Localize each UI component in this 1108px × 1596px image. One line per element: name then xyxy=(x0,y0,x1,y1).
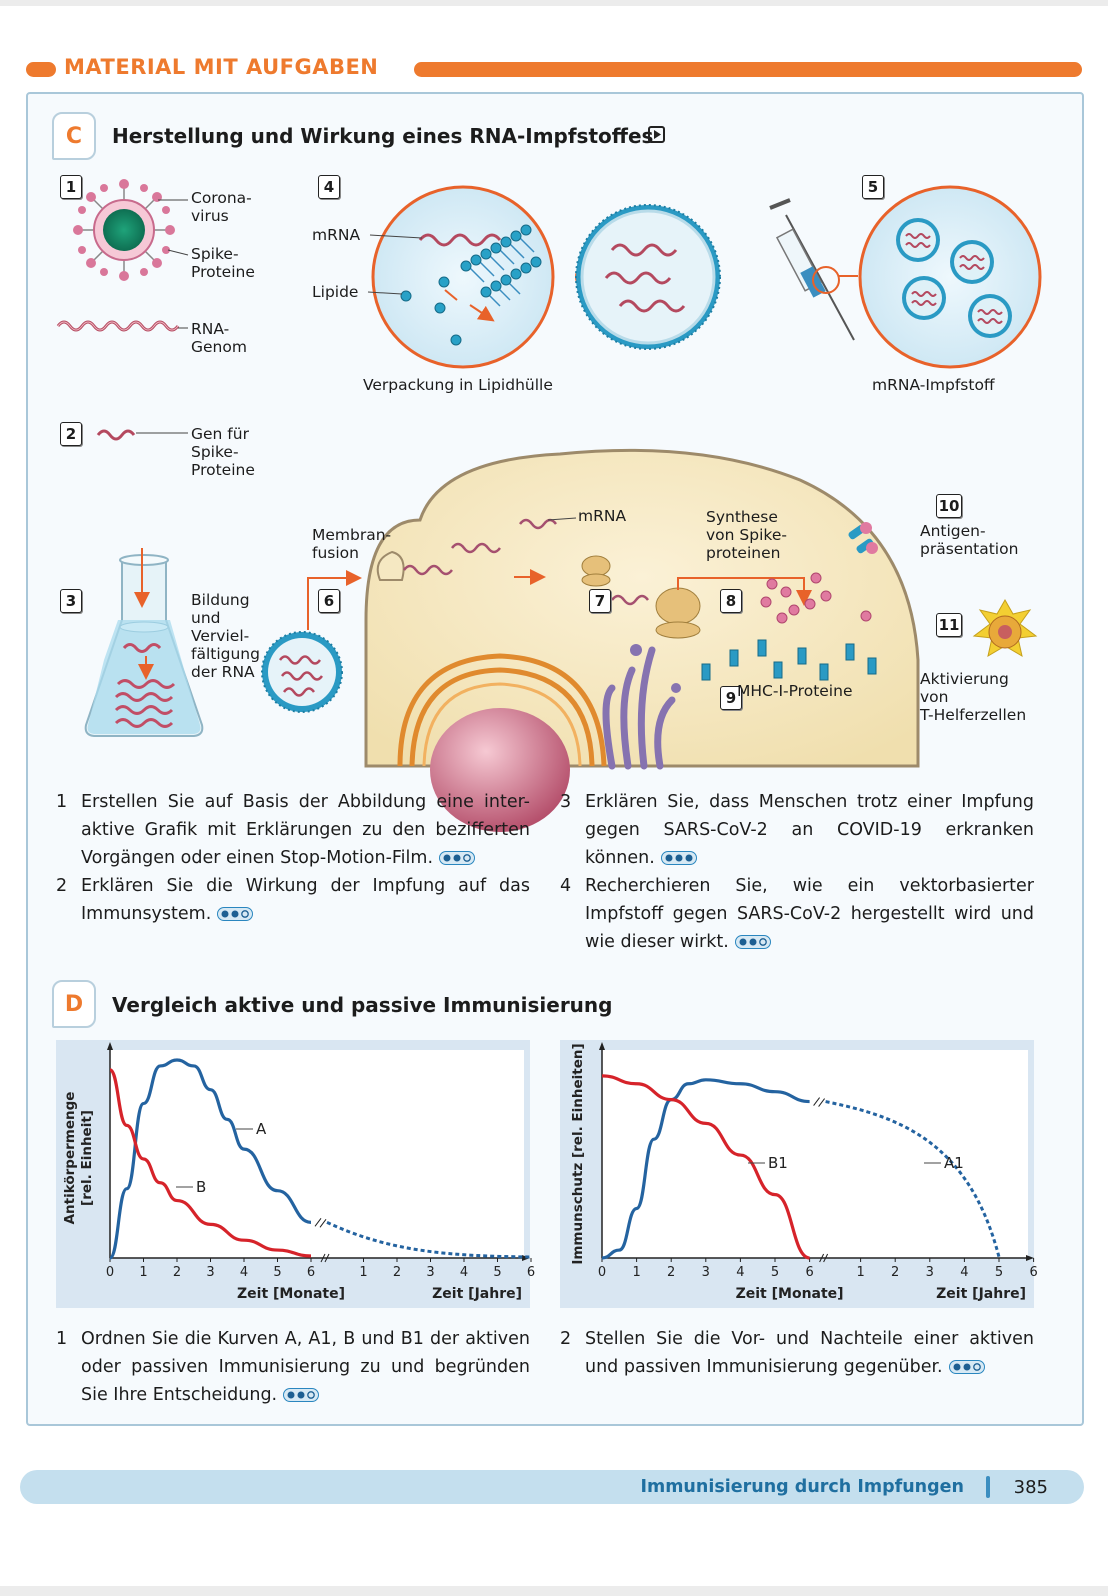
step-number-9: 9 xyxy=(720,686,742,710)
footer-separator xyxy=(986,1476,990,1498)
task-c-4: 4 Recherchieren Sie, wie ein vektorbasie… xyxy=(560,872,1034,956)
page-footer: Immunisierung durch Impfungen 385 xyxy=(20,1470,1084,1504)
section-c-title: Herstellung und Wirkung eines RNA-Impfst… xyxy=(112,124,654,148)
section-d-badge: D xyxy=(52,980,96,1028)
chart-2-plot-area xyxy=(602,1050,1028,1258)
label-mrna-cell: mRNA xyxy=(578,507,627,525)
step-number-7: 7 xyxy=(589,589,611,613)
task-number: 1 xyxy=(56,792,68,812)
step-number-10: 10 xyxy=(936,494,962,518)
header-title: MATERIAL MIT AUFGABEN xyxy=(64,55,379,79)
label-rna-formation: Bildung und Verviel- fältigung der RNA xyxy=(191,591,260,681)
footer-title: Immunisierung durch Impfungen xyxy=(640,1477,964,1497)
task-text: Erklären Sie, dass Menschen trotz einer … xyxy=(585,792,1034,868)
task-number: 1 xyxy=(56,1329,68,1349)
label-lipids: Lipide xyxy=(312,283,359,301)
label-lipid-packaging: Verpackung in Lipidhülle xyxy=(363,376,553,394)
task-d-1: 1 Ordnen Sie die Kurven A, A1, B und B1 … xyxy=(56,1325,530,1409)
difficulty-icon xyxy=(660,851,697,865)
task-c-3: 3 Erklären Sie, dass Menschen trotz eine… xyxy=(560,788,1034,872)
task-text: Erstellen Sie auf Basis der Abbildung ei… xyxy=(81,792,530,868)
difficulty-icon xyxy=(734,935,771,949)
task-number: 3 xyxy=(560,792,572,812)
label-mhc-proteins: MHC-I-Proteine xyxy=(737,682,853,700)
label-gene-spike: Gen für Spike- Proteine xyxy=(191,425,255,479)
chart-1-plot-area xyxy=(110,1050,524,1258)
label-mrna-vaccine: mRNA-Impfstoff xyxy=(872,376,995,394)
label-mrna: mRNA xyxy=(312,226,361,244)
step-number-5: 5 xyxy=(862,175,884,199)
task-c-1: 1 Erstellen Sie auf Basis der Abbildung … xyxy=(56,788,530,868)
step-number-6: 6 xyxy=(318,589,340,613)
section-c-badge: C xyxy=(52,112,96,160)
label-rna-genome: RNA- Genom xyxy=(191,320,247,356)
difficulty-icon xyxy=(439,851,476,865)
header-pill-right xyxy=(414,62,1082,77)
task-number: 2 xyxy=(56,876,68,896)
task-text: Recherchieren Sie, wie ein vektorbasiert… xyxy=(585,876,1034,952)
label-membrane-fusion: Membran- fusion xyxy=(312,526,392,562)
label-spike-proteins: Spike- Proteine xyxy=(191,245,255,281)
label-antigen-presentation: Antigen- präsentation xyxy=(920,522,1019,558)
label-spike-synthesis: Synthese von Spike- proteinen xyxy=(706,508,787,562)
difficulty-icon xyxy=(283,1388,320,1402)
task-number: 4 xyxy=(560,876,572,896)
step-number-3: 3 xyxy=(60,589,82,613)
task-text: Ordnen Sie die Kurven A, A1, B und B1 de… xyxy=(81,1329,530,1405)
difficulty-icon xyxy=(217,907,254,921)
difficulty-icon xyxy=(948,1360,985,1374)
step-number-8: 8 xyxy=(720,589,742,613)
step-number-1: 1 xyxy=(60,175,82,199)
play-icon[interactable] xyxy=(648,126,665,143)
step-number-4: 4 xyxy=(318,175,340,199)
task-d-2: 2 Stellen Sie die Vor- und Nachteile ein… xyxy=(560,1325,1034,1381)
task-text: Stellen Sie die Vor- und Nachteile einer… xyxy=(585,1329,1034,1377)
material-header: MATERIAL MIT AUFGABEN xyxy=(26,55,1082,82)
header-pill-left xyxy=(26,62,56,77)
step-number-2: 2 xyxy=(60,422,82,446)
section-d-title: Vergleich aktive und passive Immunisieru… xyxy=(112,993,613,1017)
label-coronavirus: Corona- virus xyxy=(191,189,252,225)
task-c-2: 2 Erklären Sie die Wirkung der Impfung a… xyxy=(56,872,530,928)
task-text: Erklären Sie die Wirkung der Impfung auf… xyxy=(81,876,530,924)
page-number: 385 xyxy=(1013,1477,1048,1498)
task-number: 2 xyxy=(560,1329,572,1349)
step-number-11: 11 xyxy=(936,613,962,637)
label-t-helper-activation: Aktivierung von T-Helferzellen xyxy=(920,670,1027,724)
